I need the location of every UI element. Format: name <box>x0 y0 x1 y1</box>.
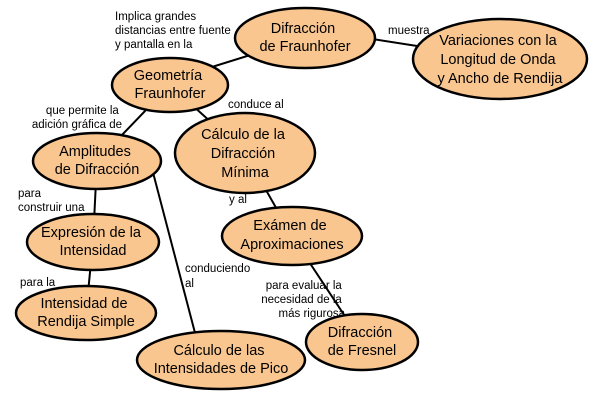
link-label-muestra: muestra <box>388 25 430 37</box>
link-label-conduciendo: conduciendo al <box>185 263 253 290</box>
node-label: Geometría Fraunhofer <box>134 68 207 102</box>
node-variaciones: Variaciones con la Longitud de Onda y An… <box>411 17 589 101</box>
link-label-y-al: y al <box>229 194 247 206</box>
node-shape <box>411 17 589 101</box>
node-amplitudes-difraccion: Amplitudes de Difracción <box>31 131 163 191</box>
link-label-para-evaluar: para evaluar la necesidad de la más rigu… <box>261 280 345 320</box>
node-label: Cálculo de las Intensidades de Pico <box>154 343 289 377</box>
node-shape <box>14 284 158 342</box>
node-shape <box>31 131 163 191</box>
node-difraccion-fresnel: Difracción de Fresnel <box>304 312 420 372</box>
node-label: Difracción de Fraunhofer <box>259 21 350 55</box>
link-label-conduce: conduce al <box>228 99 284 111</box>
node-geometria-fraunhofer: Geometría Fraunhofer <box>110 56 230 114</box>
node-label: Variaciones con la Longitud de Onda y An… <box>438 33 564 87</box>
link-label-para-construir: para construir una <box>18 188 85 214</box>
node-shape <box>304 312 420 372</box>
node-shape <box>173 111 317 195</box>
link-label-para-la: para la <box>20 277 56 289</box>
link-labels: Implica grandes distancias entre fuente … <box>18 11 430 320</box>
node-examen-aproximaciones: Exámen de Aproximaciones <box>220 205 364 267</box>
link-label-permite: que permite la adición gráfica de <box>32 105 122 131</box>
node-shape <box>25 212 161 272</box>
node-expresion-intensidad: Expresión de la Intensidad <box>25 212 161 272</box>
edge-amplitudes-to-pico <box>149 160 201 353</box>
node-shape <box>220 205 364 267</box>
node-shape <box>135 329 307 391</box>
node-difraccion-fraunhofer: Difracción de Fraunhofer <box>233 6 377 70</box>
node-label: Cálculo de la Difracción Mínima <box>201 127 289 181</box>
node-label: Amplitudes de Difracción <box>55 144 140 178</box>
node-intensidad-rendija-simple: Intensidad de Rendija Simple <box>14 284 158 342</box>
node-label: Expresión de la Intensidad <box>41 225 145 259</box>
link-label-implica: Implica grandes distancias entre fuente … <box>115 11 234 51</box>
node-calculo-intensidades-pico: Cálculo de las Intensidades de Pico <box>135 329 307 391</box>
node-calculo-difraccion-minima: Cálculo de la Difracción Mínima <box>173 111 317 195</box>
node-shape <box>110 56 230 114</box>
node-shape <box>233 6 377 70</box>
node-label: Difracción de Fresnel <box>328 325 397 359</box>
node-label: Intensidad de Rendija Simple <box>37 296 135 330</box>
node-label: Exámen de Aproximaciones <box>240 218 343 253</box>
